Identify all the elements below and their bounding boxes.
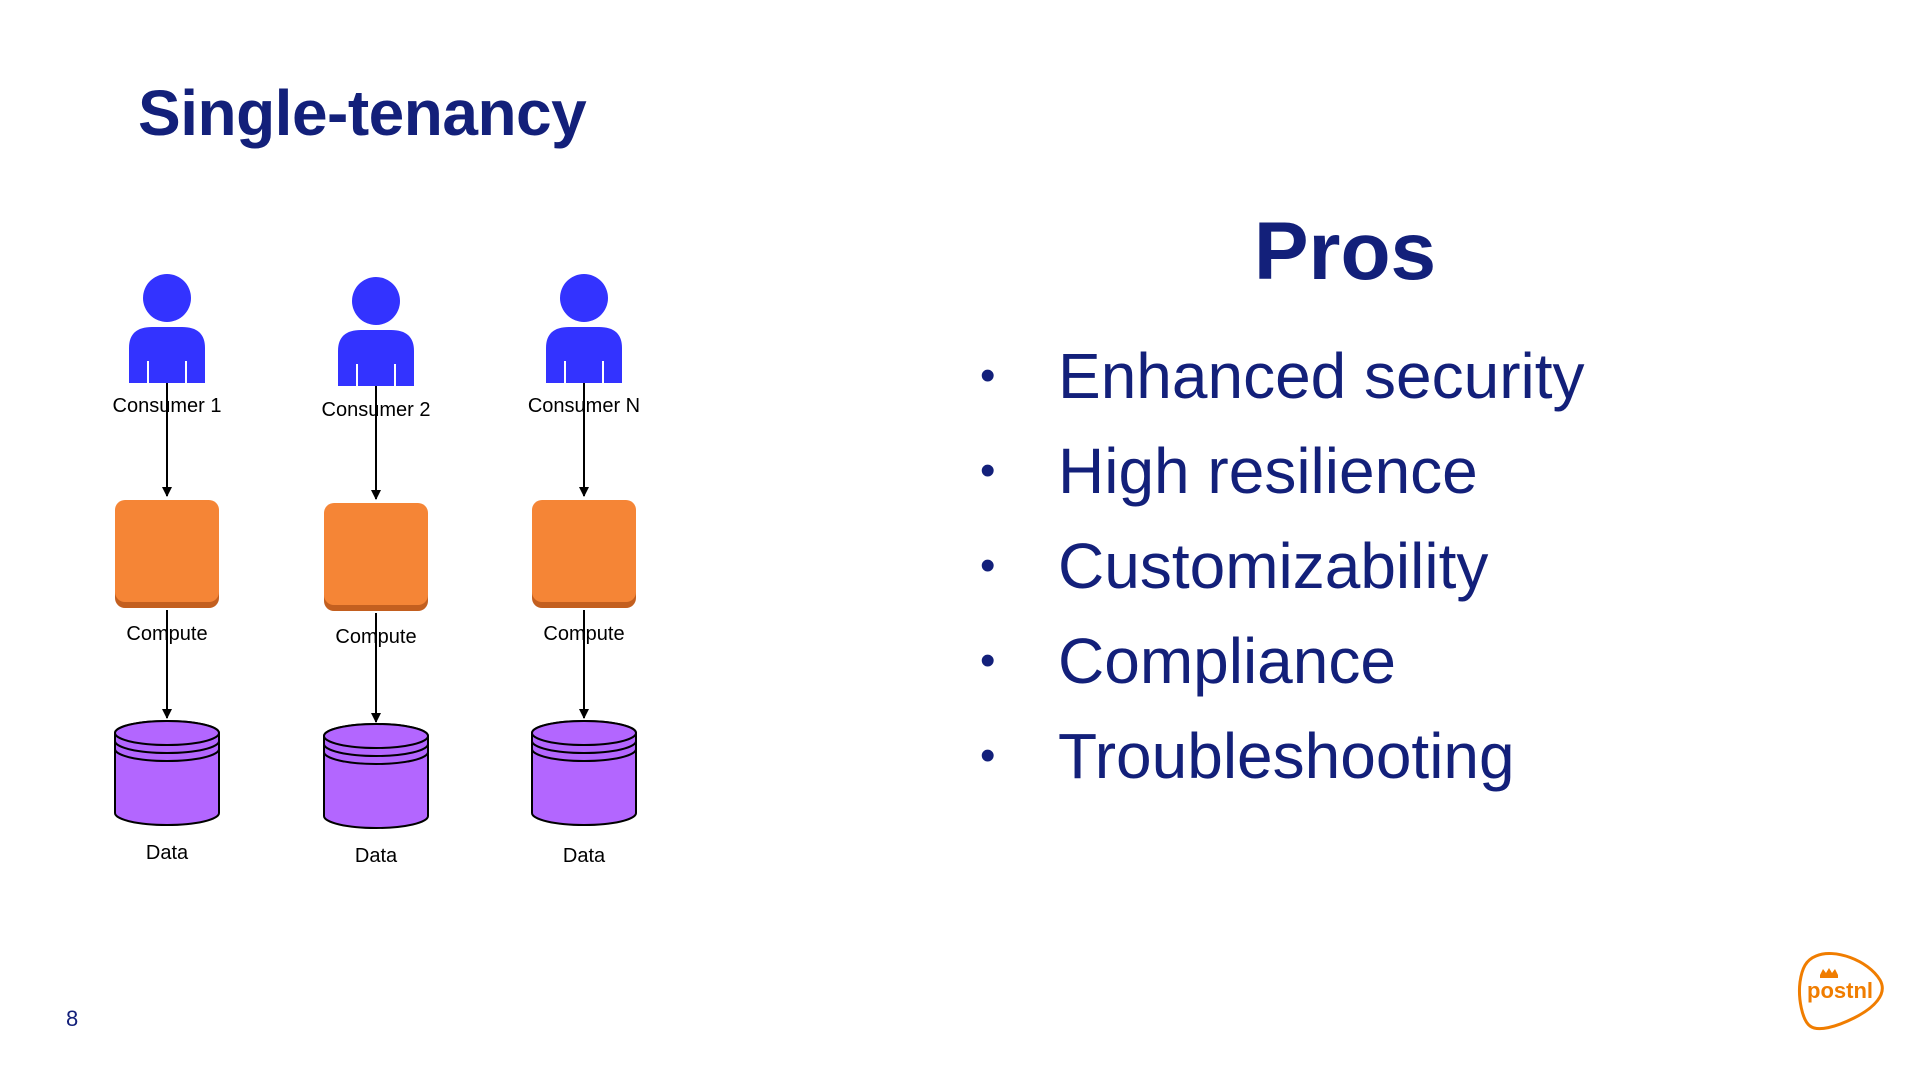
data-label: Data <box>355 845 398 867</box>
data-label: Data <box>146 842 189 864</box>
column-consumer-n: Consumer N Compute Data <box>528 274 640 867</box>
data-label: Data <box>563 845 606 867</box>
pros-heading: Pros <box>1253 206 1437 297</box>
consumer-label: Consumer N <box>528 395 640 417</box>
crown-icon <box>1820 968 1838 978</box>
database-icon <box>531 720 637 826</box>
user-icon <box>129 274 205 383</box>
bullet-icon: • <box>980 731 996 780</box>
pros-item: • Enhanced security <box>980 336 1585 431</box>
pros-item-text: Troubleshooting <box>1058 720 1515 792</box>
pros-item-text: High resilience <box>1058 435 1478 507</box>
compute-icon <box>324 503 428 611</box>
column-consumer-2: Consumer 2 Compute Data <box>322 277 431 867</box>
user-icon <box>546 274 622 383</box>
compute-icon <box>115 500 219 608</box>
pros-item-text: Customizability <box>1058 530 1489 602</box>
pros-item-text: Enhanced security <box>1058 340 1585 412</box>
slide-title: Single-tenancy <box>138 77 587 149</box>
compute-label: Compute <box>126 623 207 645</box>
page-number: 8 <box>66 1006 79 1031</box>
database-icon <box>114 720 220 826</box>
pros-item: • Customizability <box>980 526 1585 621</box>
user-icon <box>338 277 414 386</box>
consumer-label: Consumer 2 <box>322 399 431 421</box>
pros-item-text: Compliance <box>1058 625 1396 697</box>
pros-list: • Enhanced security • High resilience • Cus… <box>980 336 1585 811</box>
pros-item: • High resilience <box>980 431 1585 526</box>
compute-icon <box>532 500 636 608</box>
postnl-logo-icon: postnl <box>1798 952 1884 1031</box>
consumer-label: Consumer 1 <box>113 395 222 417</box>
compute-label: Compute <box>543 623 624 645</box>
bullet-icon: • <box>980 351 996 400</box>
logo-text: postnl <box>1807 978 1873 1003</box>
pros-item: • Troubleshooting <box>980 716 1585 811</box>
pros-item: • Compliance <box>980 621 1585 716</box>
database-icon <box>323 723 429 829</box>
bullet-icon: • <box>980 541 996 590</box>
bullet-icon: • <box>980 636 996 685</box>
bullet-icon: • <box>980 446 996 495</box>
compute-label: Compute <box>335 626 416 648</box>
column-consumer-1: Consumer 1 Compute Data <box>113 274 222 864</box>
